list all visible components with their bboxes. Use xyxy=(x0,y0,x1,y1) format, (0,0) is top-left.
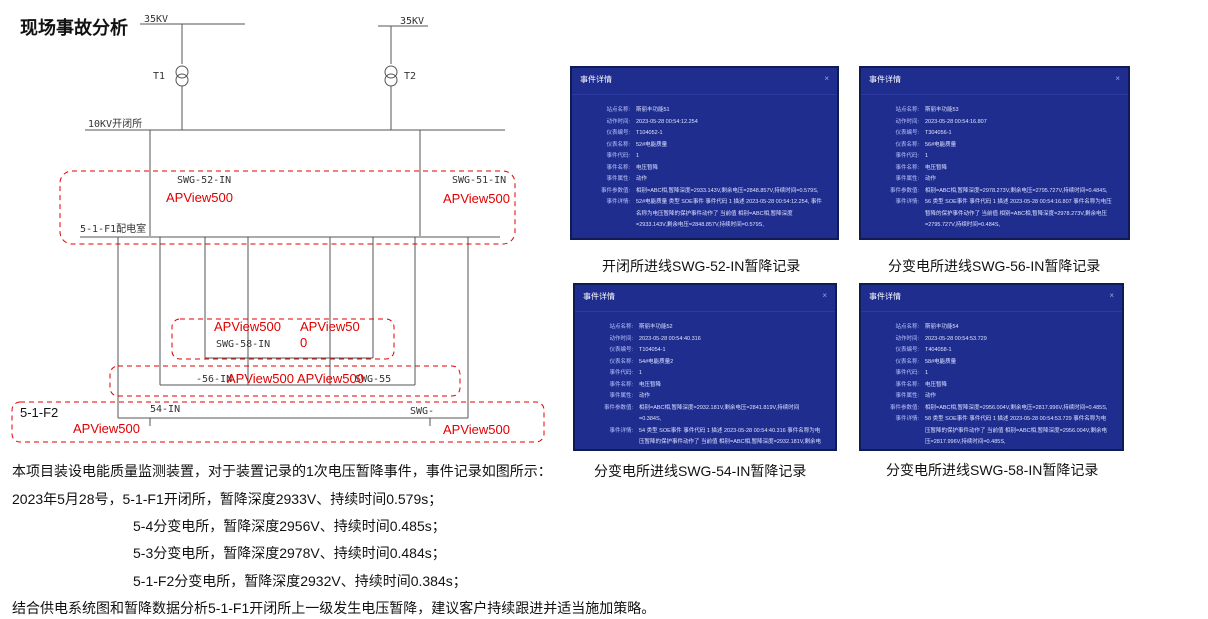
panel-caption: 分变电所进线SWG-58-IN暂降记录 xyxy=(886,462,1099,478)
apview-label: APView500 xyxy=(227,371,294,386)
detail-row: 仪表编号:T104052-1 xyxy=(606,130,663,136)
detail-row: 站点名称:斯丽丰功能51 xyxy=(606,107,670,113)
detail-row: 仪表名称:56#电能质量 xyxy=(895,141,957,148)
detail-row: 仪表名称:58#电能质量 xyxy=(895,358,957,365)
apview-label: APView500 xyxy=(443,422,510,437)
summary-line-3: 5-3分变电所，暂降深度2978V、持续时间0.484s； xyxy=(133,545,446,561)
label-swg-right: SWG- xyxy=(410,406,434,417)
detail-row: 事件属性:动作 xyxy=(895,176,937,182)
panel-header: 事件详情 xyxy=(861,285,1122,312)
detail-row: 站点名称:斯丽丰功能52 xyxy=(609,324,673,330)
detail-row: 仪表名称:54#电能质量2 xyxy=(609,358,674,365)
label-t2: T2 xyxy=(404,71,416,82)
zone-58 xyxy=(171,318,395,360)
summary-line-2: 5-4分变电所，暂降深度2956V、持续时间0.485s； xyxy=(133,518,446,534)
detail-row: 事件代码:1 xyxy=(609,370,643,376)
detail-row: 事件详情:56 类型 SOE事件 事件代码 1 描述 2023-05-28 00… xyxy=(895,199,1112,228)
detail-row: 仪表编号:T404058-1 xyxy=(895,347,952,353)
detail-row: 仪表编号:T104054-1 xyxy=(609,347,666,353)
label-swg-55: SWG-55 xyxy=(355,374,391,385)
apview-label-split-b: 0 xyxy=(300,335,307,350)
label-10kv-bus: 10KV开闭所 xyxy=(88,117,142,130)
detail-row: 事件参数值:相别=ABC相,暂降深度=2978.273V,剩余电压=2795.7… xyxy=(889,187,1108,194)
detail-row: 事件名称:电压暂降 xyxy=(606,164,659,171)
detail-row: 动作时间:2023-05-28 00:54:16.807 xyxy=(895,118,987,125)
close-icon[interactable]: × xyxy=(1109,291,1114,300)
panel-header: 事件详情 xyxy=(861,68,1128,95)
detail-row: 事件代码:1 xyxy=(895,153,929,159)
detail-row: 事件代码:1 xyxy=(895,370,929,376)
panel-header: 事件详情 xyxy=(575,285,835,312)
apview-label-split-a: APView50 xyxy=(300,319,360,334)
label-swg-56: -56-IN xyxy=(196,374,232,385)
detail-row: 事件详情:52#电能质量 类型 SOE事件 事件代码 1 描述 2023-05-… xyxy=(606,199,822,228)
detail-row: 动作时间:2023-05-28 00:54:40.316 xyxy=(609,335,701,342)
detail-row: 事件参数值:相别=ABC相,暂降深度=2932.181V,剩余电压=2841.8… xyxy=(603,404,800,423)
zone-f2 xyxy=(11,401,545,443)
zone-56-55 xyxy=(109,365,461,397)
label-swg-58: SWG-58-IN xyxy=(216,339,270,350)
summary-line-4: 5-1-F2分变电所，暂降深度2932V、持续时间0.384s； xyxy=(133,573,467,589)
detail-row: 事件参数值:相别=ABC相,暂降深度=2933.143V,剩余电压=2848.8… xyxy=(600,187,819,194)
panel-caption: 开闭所进线SWG-52-IN暂降记录 xyxy=(602,258,801,274)
detail-row: 仪表编号:T304056-1 xyxy=(895,130,952,136)
label-swg-54: 54-IN xyxy=(150,404,180,415)
detail-row: 站点名称:斯丽丰功能53 xyxy=(895,107,959,113)
close-icon[interactable]: × xyxy=(1115,74,1120,83)
detail-row: 事件名称:电压暂降 xyxy=(895,164,948,171)
apview-label: APView500 xyxy=(297,371,364,386)
label-swg-52: SWG-52-IN xyxy=(177,175,231,186)
detail-row: 事件参数值:相别=ABC相,暂降深度=2956.004V,剩余电压=2817.9… xyxy=(889,404,1108,411)
detail-row: 站点名称:斯丽丰功能54 xyxy=(895,324,959,330)
event-detail-panel-swg54: 事件详情 × 站点名称:斯丽丰功能52 动作时间:2023-05-28 00:5… xyxy=(573,283,837,451)
panel-header: 事件详情 xyxy=(572,68,837,95)
close-icon[interactable]: × xyxy=(824,74,829,83)
page-title: 现场事故分析 xyxy=(20,18,128,38)
detail-row: 事件名称:电压暂降 xyxy=(895,381,948,388)
detail-row: 事件属性:动作 xyxy=(895,393,937,399)
panel-caption: 分变电所进线SWG-56-IN暂降记录 xyxy=(888,258,1101,274)
label-35kv-left: 35KV xyxy=(144,14,168,25)
label-room-f1: 5-1-F1配电室 xyxy=(80,222,146,235)
detail-row: 事件详情:58 类型 SOE事件 事件代码 1 描述 2023-05-28 00… xyxy=(895,416,1107,445)
label-f2: 5-1-F2 xyxy=(20,405,58,420)
detail-row: 事件详情:54 类型 SOE事件 事件代码 1 描述 2023-05-28 00… xyxy=(609,427,821,446)
single-line-diagram: 35KV 35KV T1 T2 10KV开闭所 SWG-52-IN SWG-51… xyxy=(11,14,545,443)
panel-caption: 分变电所进线SWG-54-IN暂降记录 xyxy=(594,463,807,479)
detail-row: 事件代码:1 xyxy=(606,153,640,159)
apview-label: APView500 xyxy=(214,319,281,334)
close-icon[interactable]: × xyxy=(822,291,827,300)
detail-row: 事件属性:动作 xyxy=(606,176,648,182)
summary-line-1: 2023年5月28号，5-1-F1开闭所，暂降深度2933V、持续时间0.579… xyxy=(12,491,443,507)
event-detail-panel-swg58: 事件详情 × 站点名称:斯丽丰功能54 动作时间:2023-05-28 00:5… xyxy=(859,283,1124,451)
apview-label: APView500 xyxy=(443,191,510,206)
event-detail-panel-swg56: 事件详情 × 站点名称:斯丽丰功能53 动作时间:2023-05-28 00:5… xyxy=(859,66,1130,240)
event-detail-panel-swg52: 事件详情 × 站点名称:斯丽丰功能51 动作时间:2023-05-28 00:5… xyxy=(570,66,839,240)
label-swg-51: SWG-51-IN xyxy=(452,175,506,186)
detail-row: 事件名称:电压暂降 xyxy=(609,381,662,388)
conclusion-text: 结合供电系统图和暂降数据分析5-1-F1开闭所上一级发生电压暂降，建议客户持续跟… xyxy=(12,600,656,616)
apview-label: APView500 xyxy=(166,190,233,205)
detail-row: 动作时间:2023-05-28 00:54:12.254 xyxy=(606,118,698,125)
apview-label: APView500 xyxy=(73,421,140,436)
detail-row: 仪表名称:52#电能质量 xyxy=(606,141,668,148)
zone-f1 xyxy=(59,170,516,245)
detail-row: 事件属性:动作 xyxy=(609,393,651,399)
detail-row: 动作时间:2023-05-28 00:54:53.729 xyxy=(895,335,987,342)
label-35kv-right: 35KV xyxy=(400,16,424,27)
intro-text: 本项目装设电能质量监测装置，对于装置记录的1次电压暂降事件，事件记录如图所示： xyxy=(12,463,552,479)
label-t1: T1 xyxy=(153,71,165,82)
